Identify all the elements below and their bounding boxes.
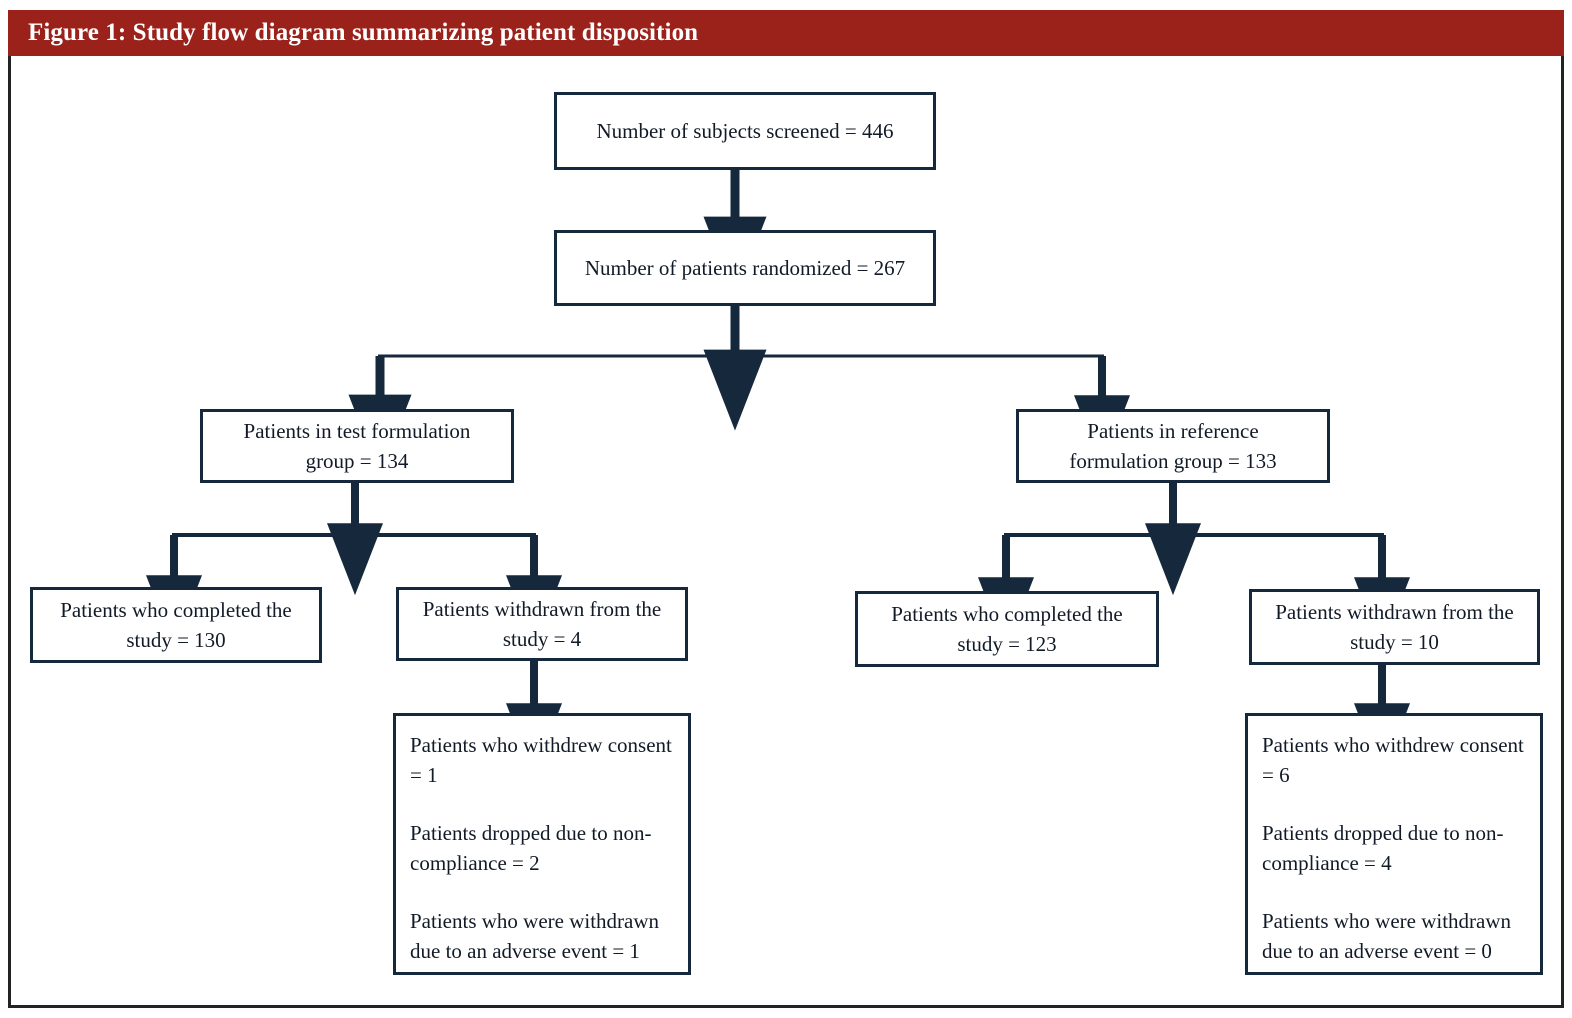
node-reference-completed: Patients who completed the study = 123 bbox=[855, 591, 1159, 667]
node-test-completed-label: Patients who completed the study = 130 bbox=[50, 595, 302, 655]
node-reference-withdrawn-label: Patients withdrawn from the study = 10 bbox=[1265, 597, 1524, 657]
node-reference-completed-line1: Patients who completed the bbox=[891, 602, 1123, 626]
node-reference-group-label: Patients in reference formulation group … bbox=[1059, 416, 1286, 476]
node-test-completed-line1: Patients who completed the bbox=[60, 598, 292, 622]
node-test-withdrawn: Patients withdrawn from the study = 4 bbox=[396, 587, 688, 661]
test-reason-noncompliance: Patients dropped due to non-compliance =… bbox=[410, 821, 652, 875]
node-test-withdrawn-line2: study = 4 bbox=[502, 627, 582, 651]
node-test-completed-line2: study = 130 bbox=[126, 628, 226, 652]
node-test-completed: Patients who completed the study = 130 bbox=[30, 587, 322, 663]
node-test-withdrawal-reasons: Patients who withdrew consent = 1 Patien… bbox=[393, 713, 691, 975]
node-test-withdrawn-line1: Patients withdrawn from the bbox=[422, 597, 662, 621]
node-reference-completed-label: Patients who completed the study = 123 bbox=[881, 599, 1133, 659]
node-reference-group: Patients in reference formulation group … bbox=[1016, 409, 1330, 483]
node-reference-group-line1: Patients in reference bbox=[1087, 419, 1259, 443]
node-reference-withdrawn-line1: Patients withdrawn from the bbox=[1275, 600, 1514, 624]
node-randomized: Number of patients randomized = 267 bbox=[554, 230, 936, 306]
node-screened: Number of subjects screened = 446 bbox=[554, 92, 936, 170]
node-reference-withdrawn: Patients withdrawn from the study = 10 bbox=[1249, 589, 1540, 665]
node-screened-label: Number of subjects screened = 446 bbox=[596, 119, 894, 143]
node-test-withdrawn-label: Patients withdrawn from the study = 4 bbox=[413, 594, 672, 654]
figure-header-bar: Figure 1: Study flow diagram summarizing… bbox=[8, 10, 1564, 56]
node-reference-completed-line2: study = 123 bbox=[957, 632, 1057, 656]
test-reason-adverse-event: Patients who were withdrawn due to an ad… bbox=[410, 909, 660, 963]
node-test-group-line1: Patients in test formulation bbox=[243, 419, 471, 443]
node-test-group: Patients in test formulation group = 134 bbox=[200, 409, 514, 483]
node-test-group-label: Patients in test formulation group = 134 bbox=[234, 416, 481, 476]
node-reference-withdrawal-reasons: Patients who withdrew consent = 6 Patien… bbox=[1245, 713, 1543, 975]
node-randomized-label: Number of patients randomized = 267 bbox=[584, 256, 906, 280]
node-test-group-line2: group = 134 bbox=[305, 449, 409, 473]
reference-reason-consent: Patients who withdrew consent = 6 bbox=[1262, 733, 1524, 787]
figure-title: Figure 1: Study flow diagram summarizing… bbox=[28, 19, 699, 46]
test-reason-consent: Patients who withdrew consent = 1 bbox=[410, 733, 672, 787]
reference-reason-noncompliance: Patients dropped due to non-compliance =… bbox=[1262, 821, 1504, 875]
node-reference-withdrawn-line2: study = 10 bbox=[1350, 630, 1439, 654]
node-reference-group-line2: formulation group = 133 bbox=[1069, 449, 1277, 473]
reference-reason-adverse-event: Patients who were withdrawn due to an ad… bbox=[1262, 909, 1512, 963]
